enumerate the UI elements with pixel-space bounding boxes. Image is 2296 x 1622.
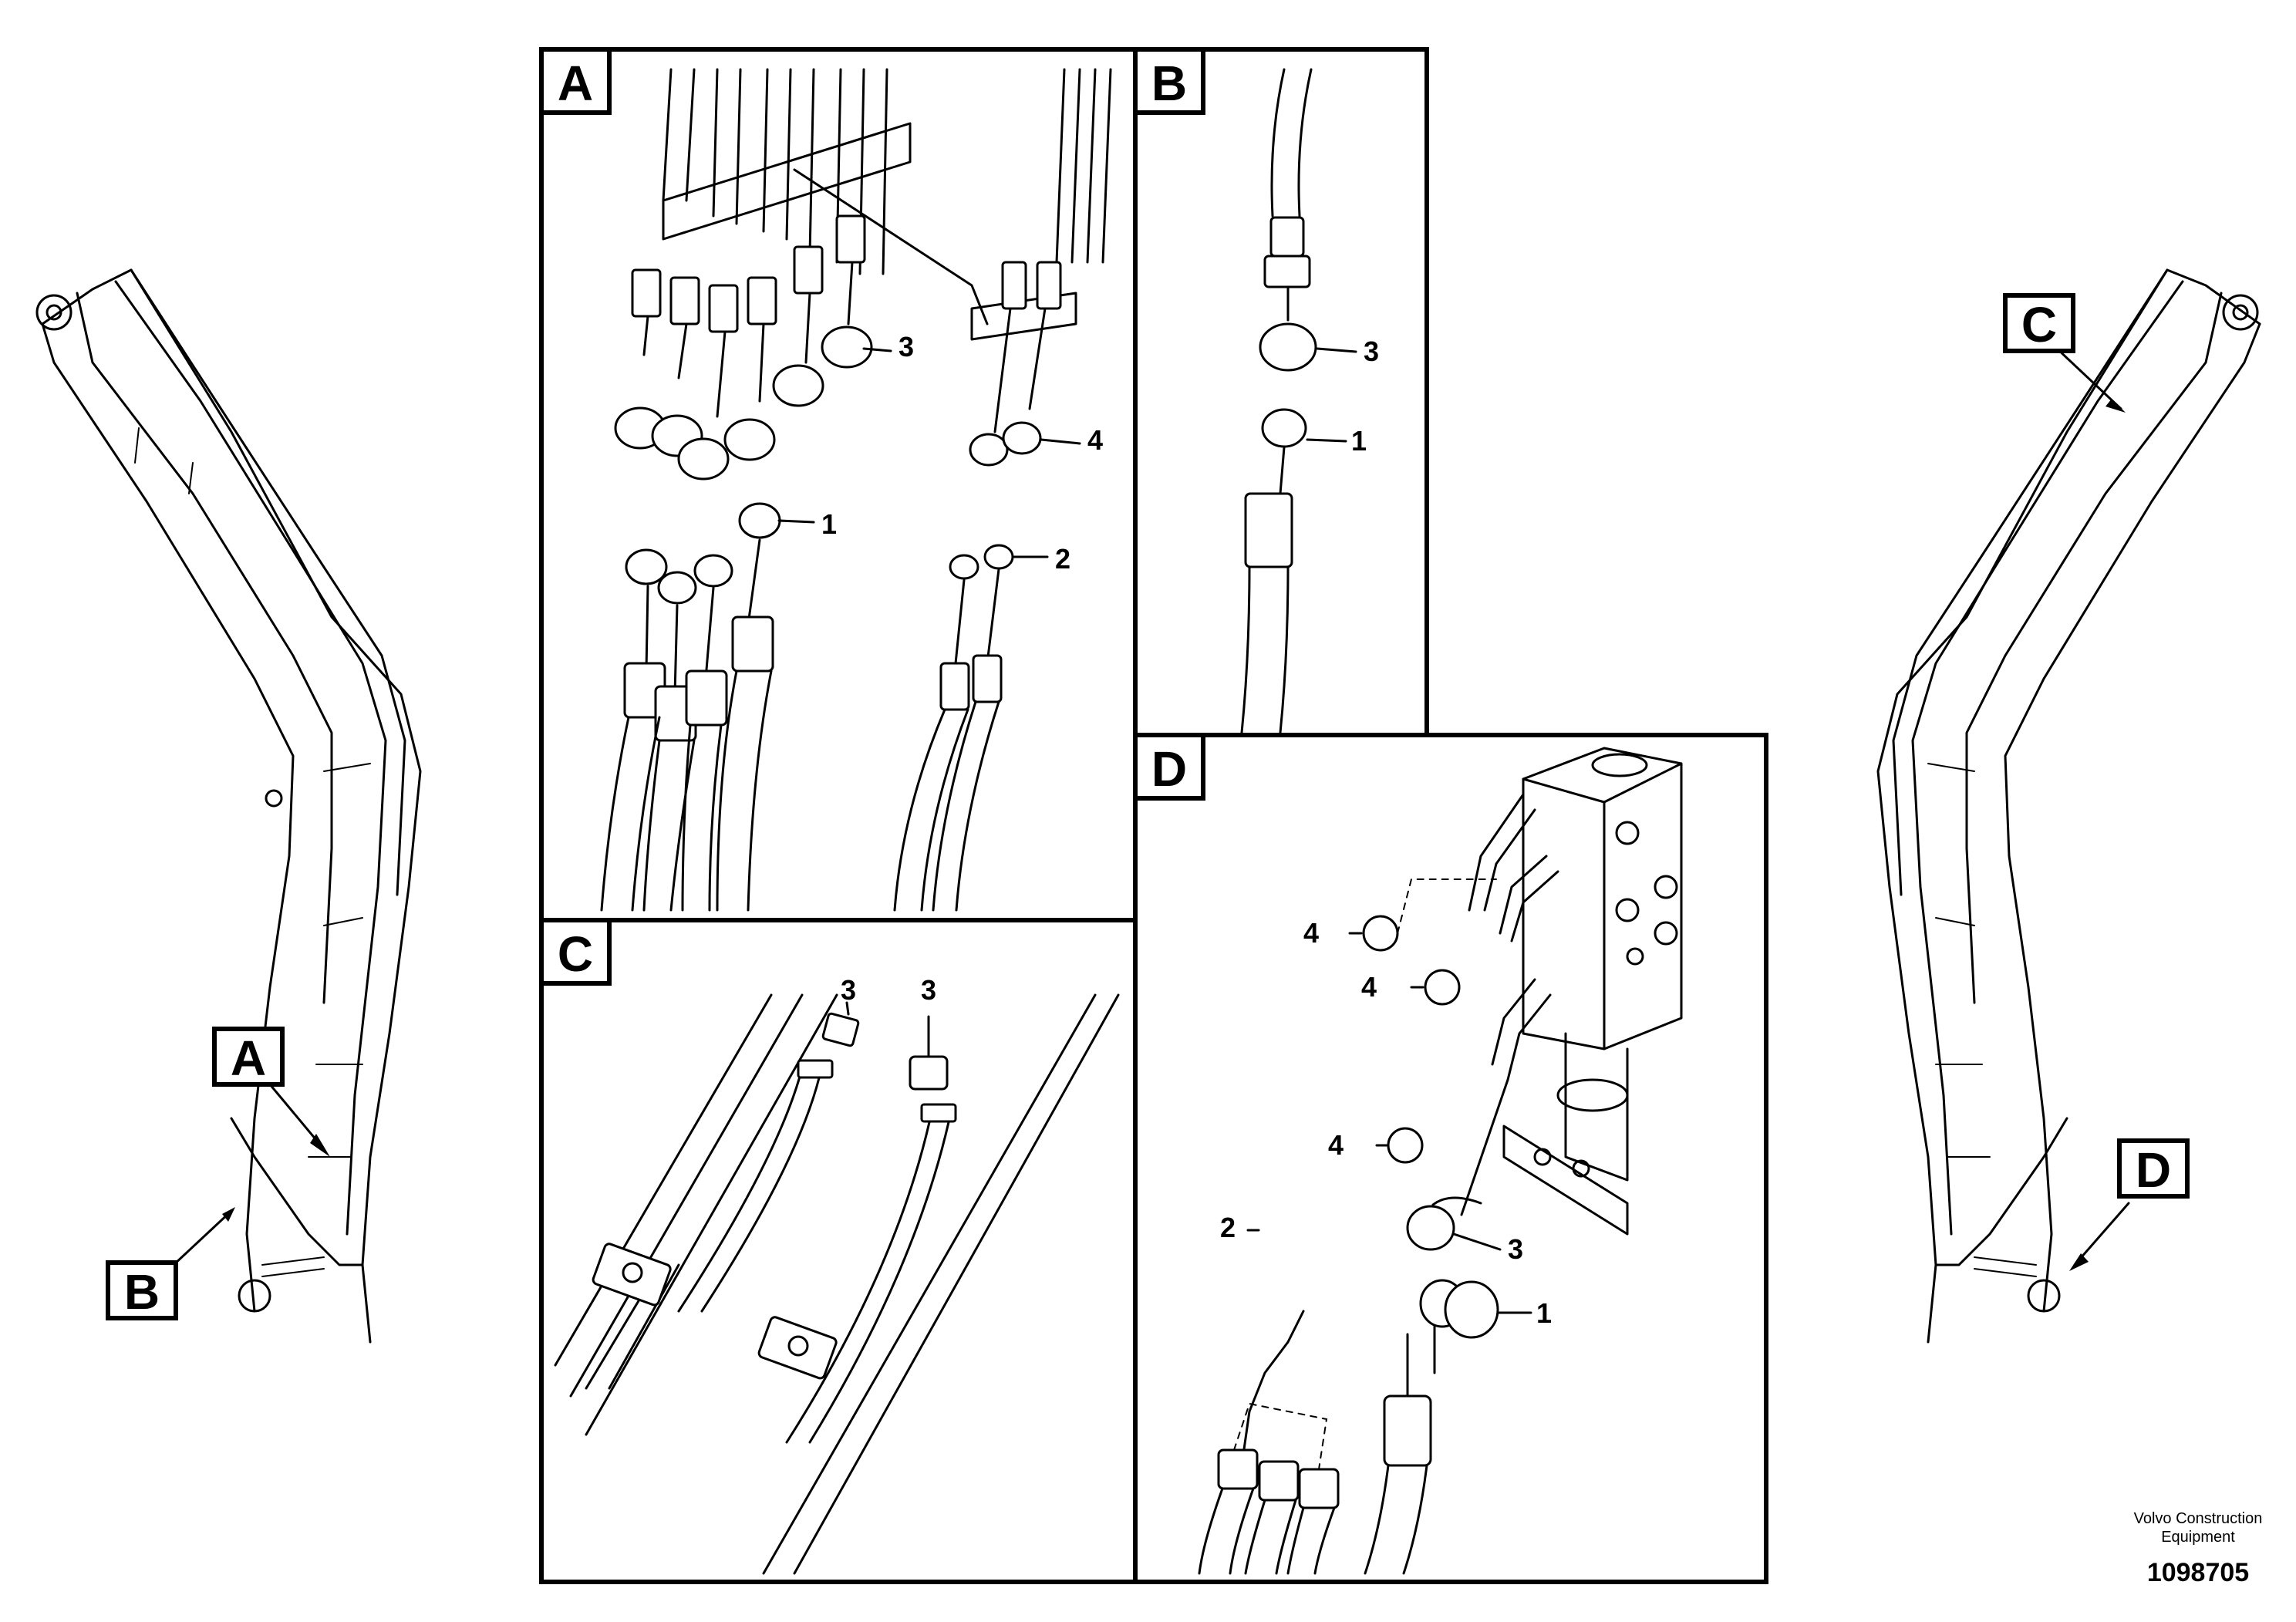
view-b-frame xyxy=(1133,47,1429,737)
overview-tag-d[interactable]: D xyxy=(2117,1138,2190,1199)
view-b-callouts: 3 1 xyxy=(1351,336,1379,457)
view-c-tag[interactable]: C xyxy=(539,918,612,986)
view-a-tag[interactable]: A xyxy=(539,47,612,115)
company-name-line2: Equipment xyxy=(2161,1529,2235,1546)
svg-text:D: D xyxy=(2136,1142,2171,1198)
view-d-tag[interactable]: D xyxy=(1133,733,1205,801)
company-name-line1: Volvo Construction xyxy=(2134,1510,2263,1527)
overview-tag-leaders xyxy=(172,346,2130,1271)
view-d-callouts: 4 4 4 2 3 1 xyxy=(1220,917,1552,1329)
left-boom-overview xyxy=(35,268,422,1344)
svg-text:B: B xyxy=(1151,56,1187,111)
view-a-callouts: 3 4 1 2 xyxy=(821,331,1103,575)
svg-text:2: 2 xyxy=(1220,1212,1236,1243)
svg-text:3: 3 xyxy=(841,974,856,1006)
view-a-drawing xyxy=(600,68,1112,912)
svg-text:4: 4 xyxy=(1303,917,1319,949)
svg-text:2: 2 xyxy=(1055,543,1070,575)
overview-tag-b[interactable]: B xyxy=(106,1260,178,1320)
svg-text:A: A xyxy=(558,56,593,111)
svg-text:4: 4 xyxy=(1087,424,1103,456)
view-d-drawing xyxy=(1198,747,1683,1575)
svg-text:C: C xyxy=(2021,297,2057,352)
svg-text:A: A xyxy=(231,1030,266,1086)
drawing-number: 1098705 xyxy=(2147,1558,2249,1587)
svg-text:B: B xyxy=(124,1264,160,1320)
svg-text:3: 3 xyxy=(1508,1233,1523,1265)
svg-text:C: C xyxy=(558,926,593,982)
svg-text:4: 4 xyxy=(1361,971,1377,1003)
svg-text:3: 3 xyxy=(899,331,914,363)
overview-tag-a[interactable]: A xyxy=(212,1027,285,1087)
svg-text:D: D xyxy=(1151,741,1187,797)
svg-text:1: 1 xyxy=(821,508,837,540)
svg-text:3: 3 xyxy=(921,974,936,1006)
svg-text:1: 1 xyxy=(1351,425,1367,457)
svg-text:4: 4 xyxy=(1328,1129,1344,1161)
svg-text:1: 1 xyxy=(1536,1297,1552,1329)
svg-text:3: 3 xyxy=(1364,336,1379,367)
view-c-callouts: 3 3 xyxy=(841,974,936,1006)
publisher-footer: Volvo Construction Equipment 1098705 xyxy=(2134,1510,2263,1587)
right-boom-overview xyxy=(1876,268,2261,1344)
view-c-drawing xyxy=(554,993,1120,1575)
view-b-drawing xyxy=(1240,68,1357,734)
view-b-tag[interactable]: B xyxy=(1133,47,1205,115)
overview-tag-c[interactable]: C xyxy=(2003,293,2075,353)
